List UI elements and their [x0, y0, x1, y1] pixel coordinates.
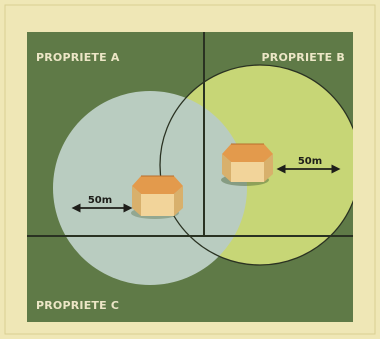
map — [27, 32, 353, 322]
property-b-label: PROPRIETE B — [262, 51, 345, 64]
property-c-label: PROPRIETE C — [36, 299, 119, 312]
frame-inner-border — [4, 4, 376, 335]
distance-label-a: 50m — [88, 195, 112, 206]
property-a-label: PROPRIETE A — [36, 51, 120, 64]
distance-label-b: 50m — [298, 156, 322, 167]
house-a — [131, 175, 183, 219]
circle-b-outline — [159, 64, 353, 266]
house-b — [221, 143, 273, 186]
